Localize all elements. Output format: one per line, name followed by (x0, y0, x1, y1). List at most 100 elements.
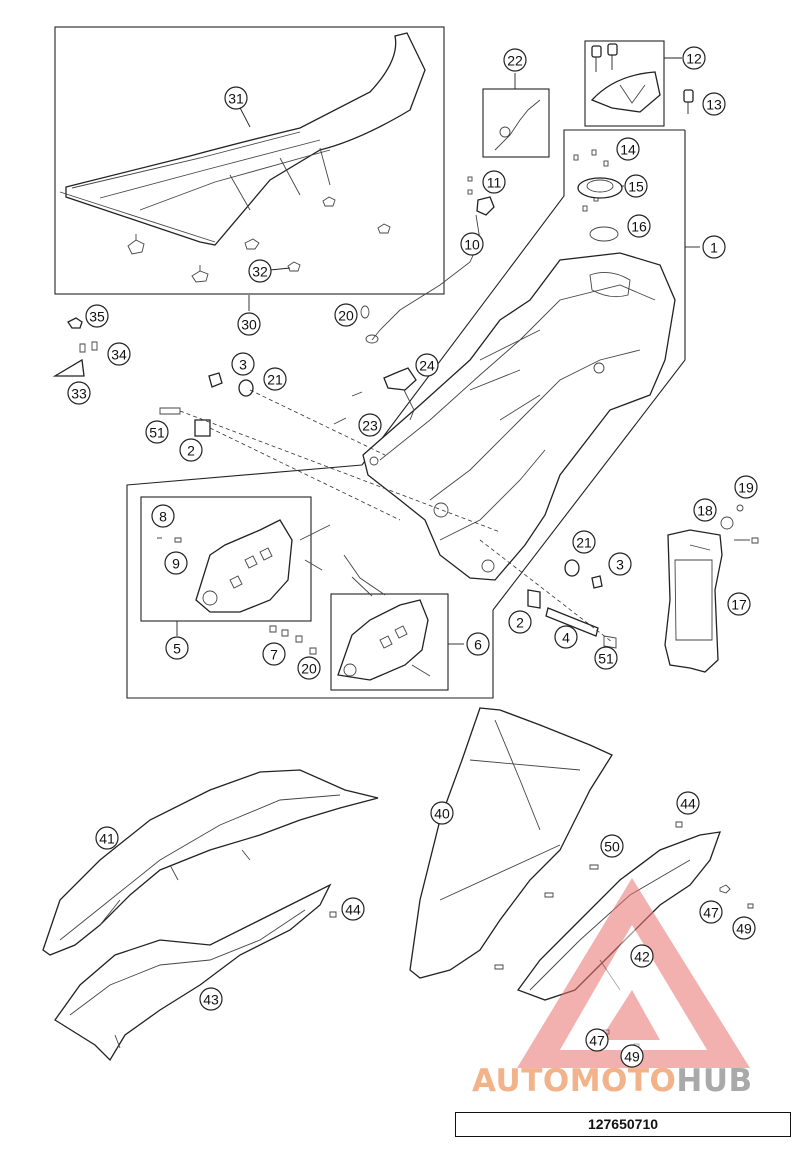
callout-label: 9 (172, 556, 180, 572)
callout-7: 7 (262, 642, 286, 666)
callout-label: 21 (267, 372, 283, 388)
callout-13: 13 (702, 92, 726, 116)
callout-44: 44 (341, 897, 365, 921)
callout-24: 24 (415, 353, 439, 377)
callout-35: 35 (85, 304, 109, 328)
callout-label: 33 (71, 386, 87, 402)
callout-circle (676, 791, 700, 815)
callout-4: 4 (554, 625, 578, 649)
callout-14: 14 (616, 137, 640, 161)
callout-label: 22 (507, 53, 523, 69)
callout-circle (503, 48, 527, 72)
callout-2: 2 (508, 610, 532, 634)
callout-15: 15 (624, 174, 648, 198)
callout-circle (702, 235, 726, 259)
callout-circle (199, 987, 223, 1011)
callout-label: 47 (589, 1033, 605, 1049)
callout-label: 20 (338, 308, 354, 324)
callout-label: 43 (203, 992, 219, 1008)
callout-circle (734, 475, 758, 499)
callout-label: 49 (624, 1049, 640, 1065)
callout-3: 3 (231, 352, 255, 376)
callout-30: 30 (237, 312, 261, 336)
callout-11: 11 (482, 170, 506, 194)
watermark-text-part1: AUTOMOTO (472, 1063, 677, 1099)
callout-circle (237, 312, 261, 336)
callout-label: 15 (628, 179, 644, 195)
callout-circle (693, 498, 717, 522)
callout-50: 50 (600, 834, 624, 858)
callout-49: 49 (732, 916, 756, 940)
callout-label: 35 (89, 309, 105, 325)
callout-circle (630, 944, 654, 968)
callout-label: 51 (598, 651, 614, 667)
callout-23: 23 (358, 413, 382, 437)
callout-circle (231, 352, 255, 376)
callout-43: 43 (199, 987, 223, 1011)
callout-label: 11 (487, 175, 502, 191)
callout-33: 33 (67, 381, 91, 405)
callout-label: 42 (634, 949, 650, 965)
callout-label: 20 (301, 661, 317, 677)
callout-label: 8 (159, 509, 167, 525)
callout-circle (732, 916, 756, 940)
callout-circle (358, 413, 382, 437)
panel-41 (42, 769, 379, 956)
callout-circle (627, 214, 651, 238)
panel-40 (409, 707, 613, 979)
callout-label: 14 (620, 142, 636, 158)
watermark-text-part2: HUB (676, 1063, 753, 1099)
callout-label: 13 (706, 97, 722, 113)
callout-44: 44 (676, 791, 700, 815)
callout-51: 51 (145, 420, 169, 444)
brackets-group (126, 464, 494, 699)
callout-34: 34 (107, 342, 131, 366)
callout-label: 21 (576, 535, 592, 551)
callout-20: 20 (297, 656, 321, 680)
callout-49: 49 (620, 1044, 644, 1068)
seat-group (54, 26, 445, 311)
callout-21: 21 (572, 530, 596, 554)
part-22-box (482, 73, 550, 158)
seat-part (65, 32, 426, 246)
callout-label: 10 (464, 237, 480, 253)
callout-label: 44 (345, 902, 361, 918)
callout-circle (95, 826, 119, 850)
callout-32: 32 (248, 259, 272, 283)
callout-circle (594, 646, 618, 670)
callout-10: 10 (460, 232, 484, 256)
callout-circle (334, 303, 358, 327)
callout-circle (608, 552, 632, 576)
callout-circle (85, 304, 109, 328)
callout-12: 12 (682, 46, 706, 70)
callout-31: 31 (224, 86, 248, 110)
callout-circle (341, 897, 365, 921)
callout-circle (616, 137, 640, 161)
callout-circle (699, 900, 723, 924)
callout-label: 44 (680, 796, 696, 812)
callout-circle (248, 259, 272, 283)
callout-42: 42 (630, 944, 654, 968)
callout-circle (600, 834, 624, 858)
callout-circle (107, 342, 131, 366)
callout-circle (263, 367, 287, 391)
callout-22: 22 (503, 48, 527, 72)
callout-19: 19 (734, 475, 758, 499)
callout-label: 18 (697, 503, 713, 519)
callout-label: 34 (111, 347, 127, 363)
callout-label: 51 (149, 425, 165, 441)
callout-label: 32 (252, 264, 268, 280)
watermark-logo (517, 878, 750, 1068)
callout-circle (145, 420, 169, 444)
callout-label: 19 (738, 480, 754, 496)
callout-47: 47 (585, 1028, 609, 1052)
callout-17: 17 (727, 592, 751, 616)
callout-label: 24 (419, 358, 435, 374)
callout-circle (67, 381, 91, 405)
callout-47: 47 (699, 900, 723, 924)
callout-label: 40 (434, 806, 450, 822)
callout-circle (620, 1044, 644, 1068)
callout-circle (179, 438, 203, 462)
callout-circle (585, 1028, 609, 1052)
